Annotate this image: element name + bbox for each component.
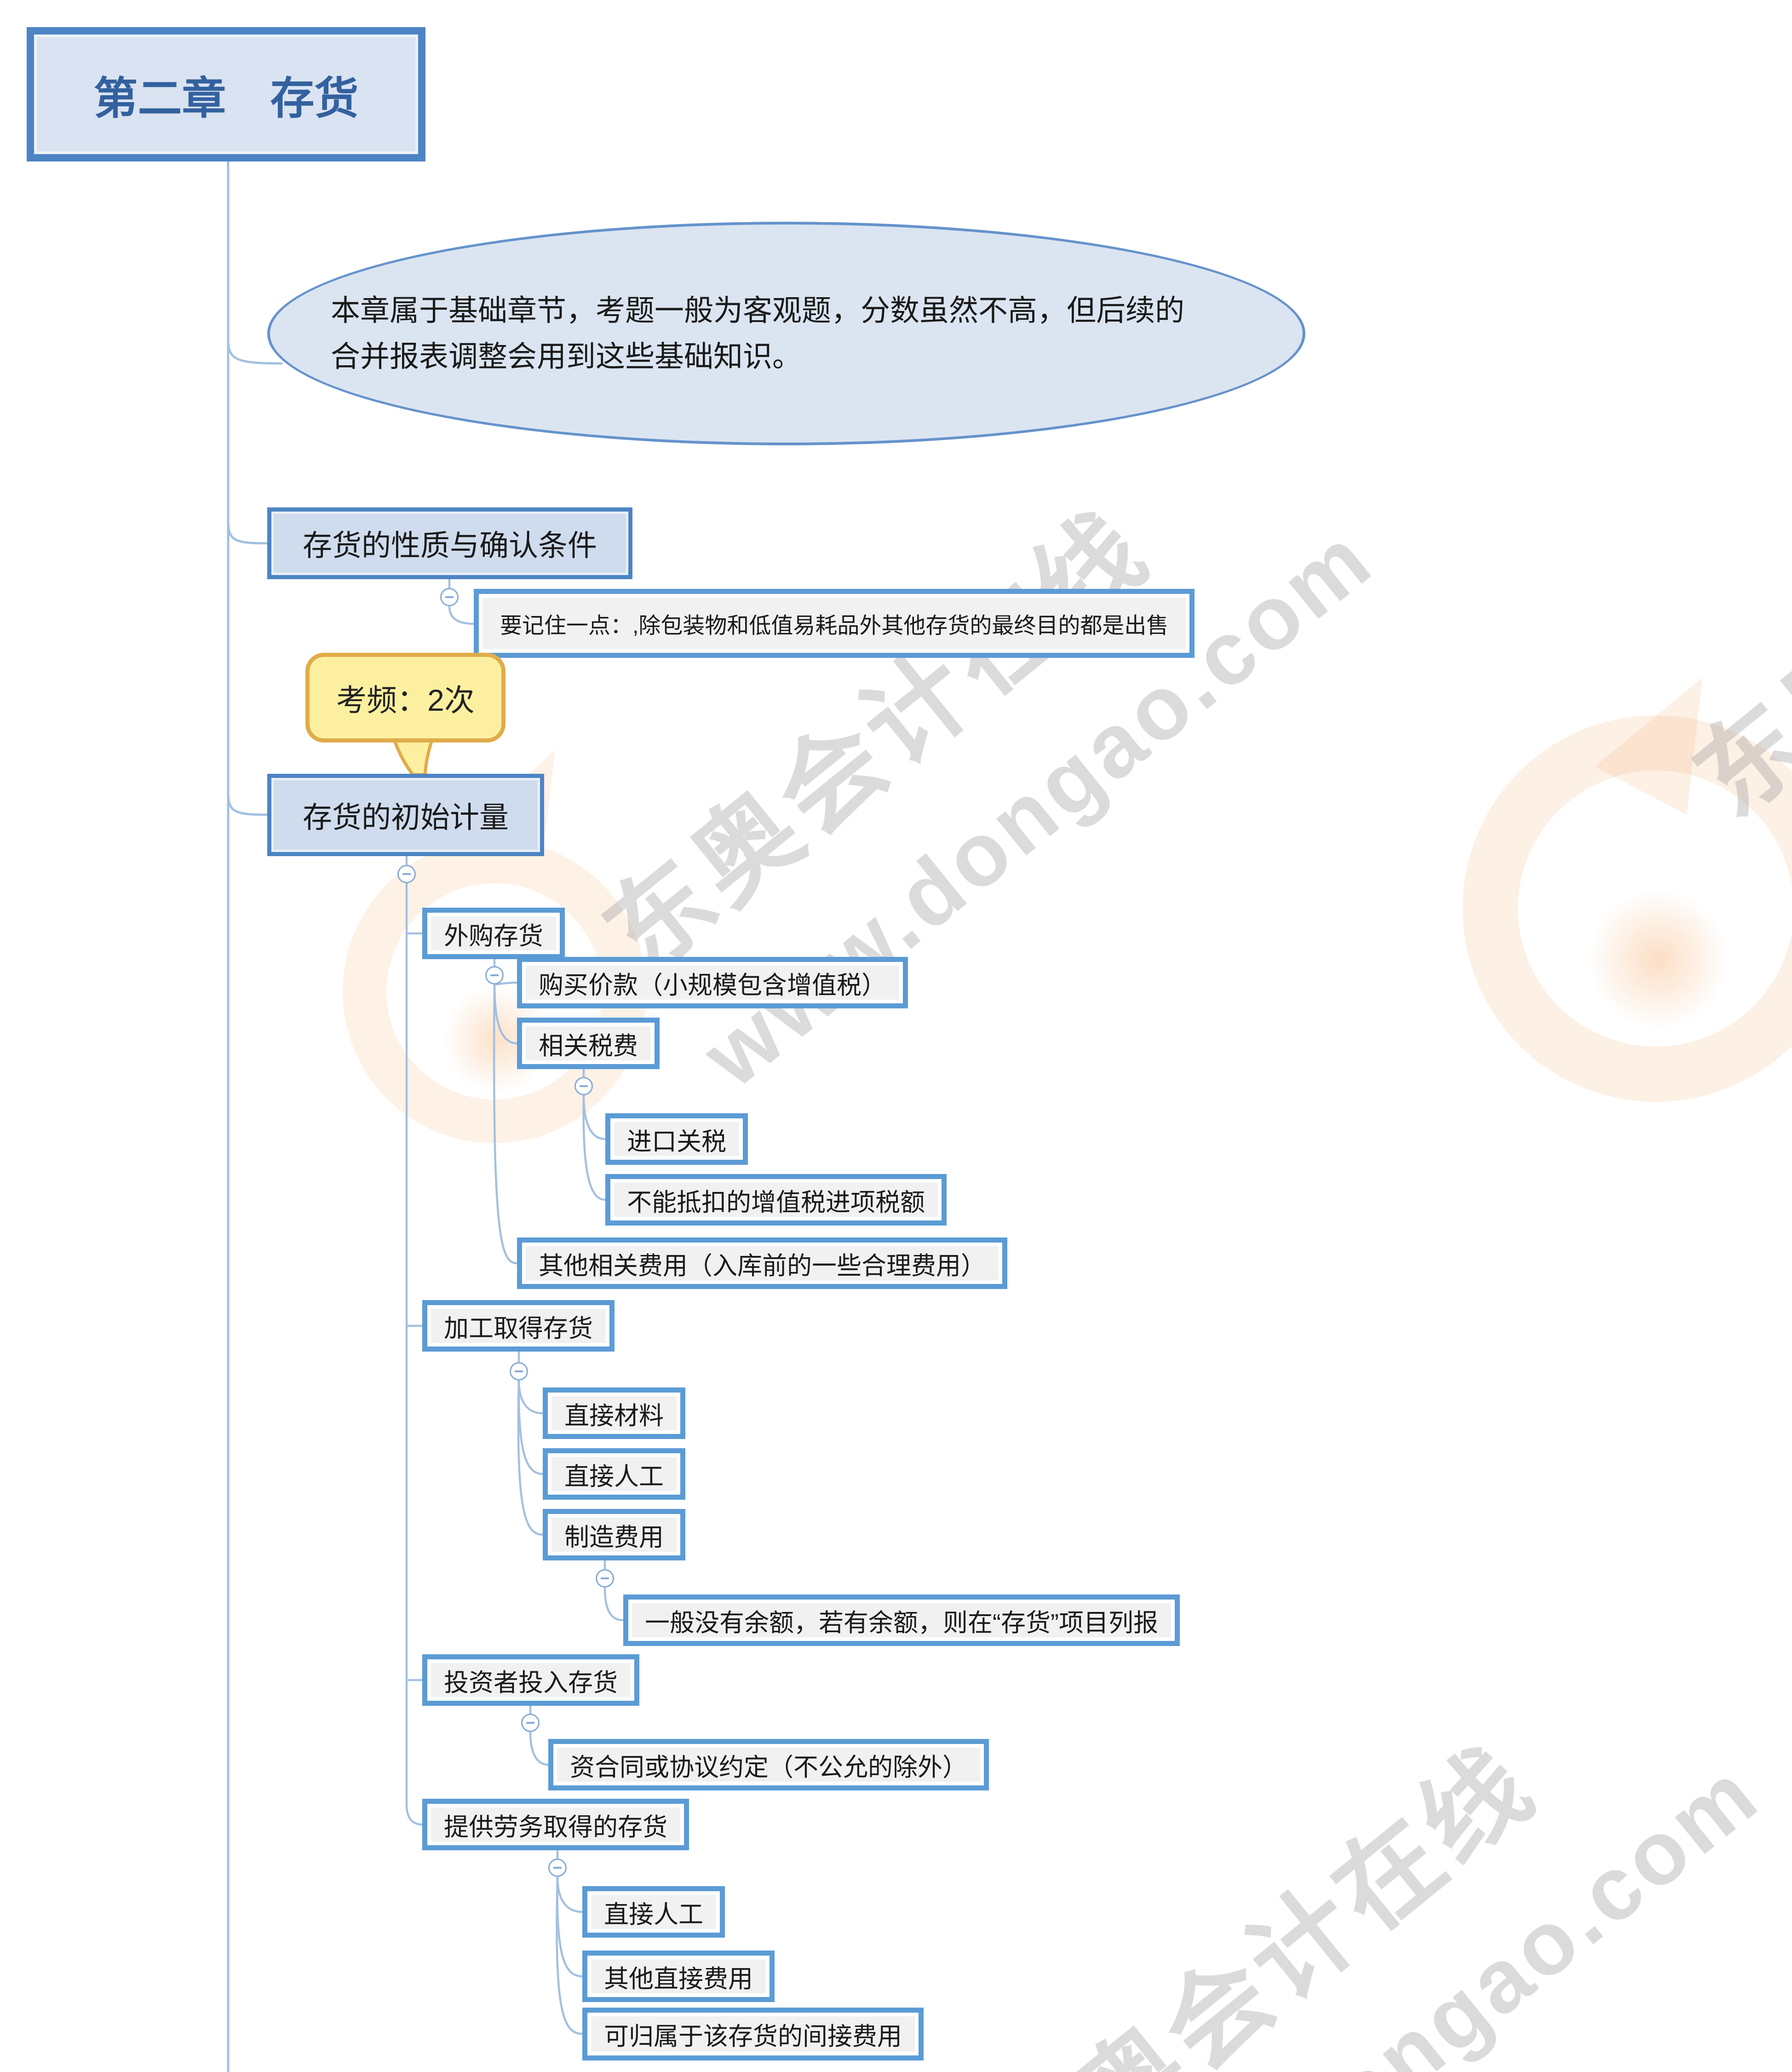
- connector-line: [448, 606, 474, 625]
- chapter-note-ellipse[interactable]: 本章属于基础章节，考题一般为客观题，分数虽然不高，但后续的合并报表调整会用到这些…: [267, 222, 1305, 445]
- collapse-toggle-tax[interactable]: [574, 1077, 593, 1095]
- service-other-direct-node[interactable]: 其他直接费用: [582, 1951, 775, 2002]
- connector-line: [227, 339, 283, 365]
- connector-line: [603, 1587, 624, 1622]
- connector-line: [582, 1095, 606, 1140]
- minus-icon: [580, 1085, 588, 1087]
- direct-labor-node[interactable]: 直接人工: [543, 1448, 685, 1500]
- connector-line: [529, 1732, 549, 1766]
- connector-line: [556, 1876, 583, 1978]
- branch-nature-node[interactable]: 存货的性质与确认条件: [267, 507, 632, 579]
- collapse-toggle-nature[interactable]: [440, 588, 459, 606]
- collapse-toggle-purchase[interactable]: [485, 966, 504, 984]
- connector-line: [405, 883, 423, 1826]
- collapse-toggle-processing[interactable]: [510, 1362, 528, 1381]
- minus-icon: [526, 1722, 534, 1724]
- investor-inventory-node[interactable]: 投资者投入存货: [422, 1654, 639, 1706]
- collapse-toggle-initial[interactable]: [397, 865, 416, 883]
- collapse-toggle-overhead[interactable]: [596, 1569, 614, 1588]
- connector-line: [493, 984, 517, 1045]
- root-node-chapter-title[interactable]: 第二章 存货: [27, 27, 425, 161]
- nondeductible-vat-node[interactable]: 不能抵扣的增值税进项税额: [605, 1174, 947, 1226]
- processing-inventory-node[interactable]: 加工取得存货: [422, 1300, 615, 1352]
- minus-icon: [553, 1867, 562, 1869]
- direct-material-node[interactable]: 直接材料: [543, 1387, 685, 1439]
- connector-line: [556, 1876, 583, 1913]
- collapse-toggle-investor[interactable]: [521, 1714, 540, 1732]
- exam-frequency-callout[interactable]: 考频：2次: [305, 653, 505, 742]
- overhead-node[interactable]: 制造费用: [543, 1509, 685, 1560]
- minus-icon: [445, 596, 454, 598]
- connector-line: [493, 984, 517, 1265]
- purchase-inventory-node[interactable]: 外购存货: [422, 908, 565, 959]
- collapse-toggle-service[interactable]: [548, 1859, 567, 1877]
- minus-icon: [402, 873, 411, 875]
- connector-line: [227, 792, 268, 816]
- overhead-note-node[interactable]: 一般没有余额，若有余额，则在“存货”项目列报: [623, 1594, 1180, 1646]
- investor-agreement-node[interactable]: 资合同或协议约定（不公允的除外）: [548, 1739, 989, 1790]
- branch-initial-measure-node[interactable]: 存货的初始计量: [267, 774, 544, 856]
- minus-icon: [601, 1577, 609, 1579]
- dongao-logo-blob: [1589, 890, 1727, 1028]
- callout-tail: [391, 737, 435, 777]
- minus-icon: [515, 1370, 523, 1372]
- service-direct-labor-node[interactable]: 直接人工: [582, 1886, 725, 1938]
- purchase-price-node[interactable]: 购买价款（小规模包含增值税）: [517, 957, 908, 1008]
- other-related-fees-node[interactable]: 其他相关费用（入库前的一些合理费用）: [517, 1237, 1007, 1289]
- service-indirect-node[interactable]: 可归属于该存货的间接费用: [582, 2008, 924, 2060]
- nature-note-node[interactable]: 要记住一点：,除包装物和低值易耗品外其他存货的最终目的都是出售: [474, 589, 1195, 658]
- connector-line: [582, 1095, 606, 1201]
- service-inventory-node[interactable]: 提供劳务取得的存货: [422, 1799, 689, 1850]
- minus-icon: [490, 974, 499, 976]
- chapter-note-text: 本章属于基础章节，考题一般为客观题，分数虽然不高，但后续的合并报表调整会用到这些…: [331, 294, 1184, 373]
- connector-line: [227, 521, 268, 545]
- connector-line: [517, 1380, 543, 1536]
- dongao-logo-right: [1463, 715, 1792, 1102]
- connector-line: [556, 1876, 583, 2035]
- connector-line: [517, 1380, 543, 1475]
- import-tariff-node[interactable]: 进口关税: [605, 1113, 748, 1165]
- connector-line: [517, 1380, 543, 1415]
- related-tax-node[interactable]: 相关税费: [517, 1018, 660, 1069]
